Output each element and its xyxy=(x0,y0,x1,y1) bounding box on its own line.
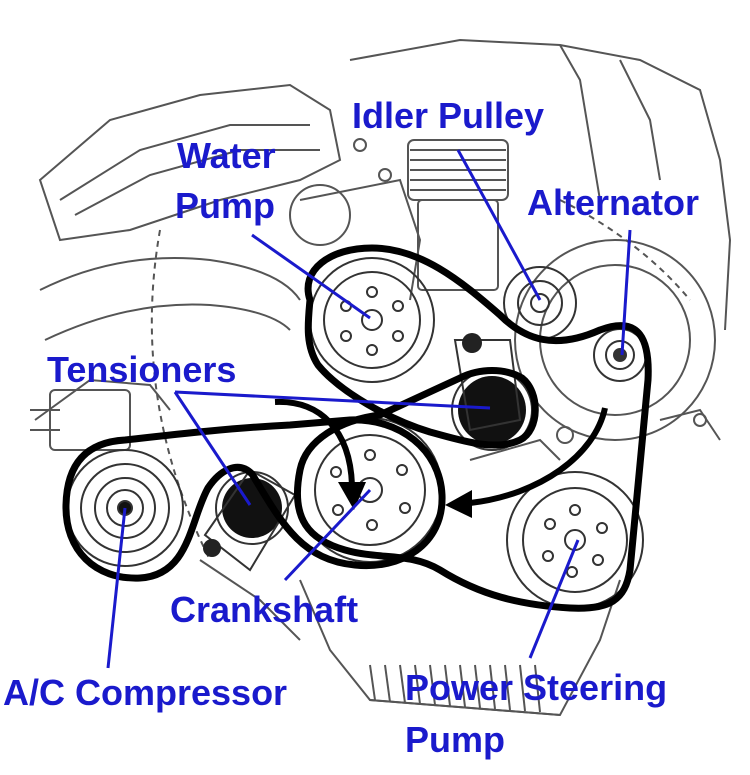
upper-tensioner xyxy=(451,333,533,451)
label-water-pump-line1: Water xyxy=(177,135,276,176)
pointer-idler xyxy=(456,149,542,301)
label-idler-pulley: Idler Pulley xyxy=(352,95,544,136)
main-serpentine-belt xyxy=(293,244,652,612)
pointer-tensioner-upper xyxy=(174,390,491,410)
label-water-pump-line2: Pump xyxy=(175,185,275,226)
label-power-steering-line2: Pump xyxy=(405,719,505,760)
water-pump-pulley xyxy=(309,257,435,383)
pointer-water-pump xyxy=(251,233,371,320)
label-power-steering-line1: Power Steering xyxy=(405,667,667,708)
pointer-crankshaft xyxy=(283,488,372,582)
label-ac-compressor: A/C Compressor xyxy=(3,672,287,713)
pointer-lines xyxy=(106,149,632,669)
pointer-alternator xyxy=(620,229,632,356)
labels: Idler Pulley Water Pump Alternator Tensi… xyxy=(3,95,699,760)
ac-belt xyxy=(62,416,446,582)
pointer-power-steering xyxy=(528,539,580,659)
rotation-arrowhead-upper xyxy=(338,482,366,510)
pointer-tensioner-lower xyxy=(173,391,252,506)
rotation-arrow-right xyxy=(469,407,608,506)
rotation-arrow-upper xyxy=(274,398,355,486)
pointer-ac xyxy=(106,507,127,669)
label-crankshaft: Crankshaft xyxy=(170,589,358,630)
rotation-arrowhead-right xyxy=(445,490,472,518)
label-alternator: Alternator xyxy=(527,182,699,223)
label-tensioners: Tensioners xyxy=(47,349,236,390)
